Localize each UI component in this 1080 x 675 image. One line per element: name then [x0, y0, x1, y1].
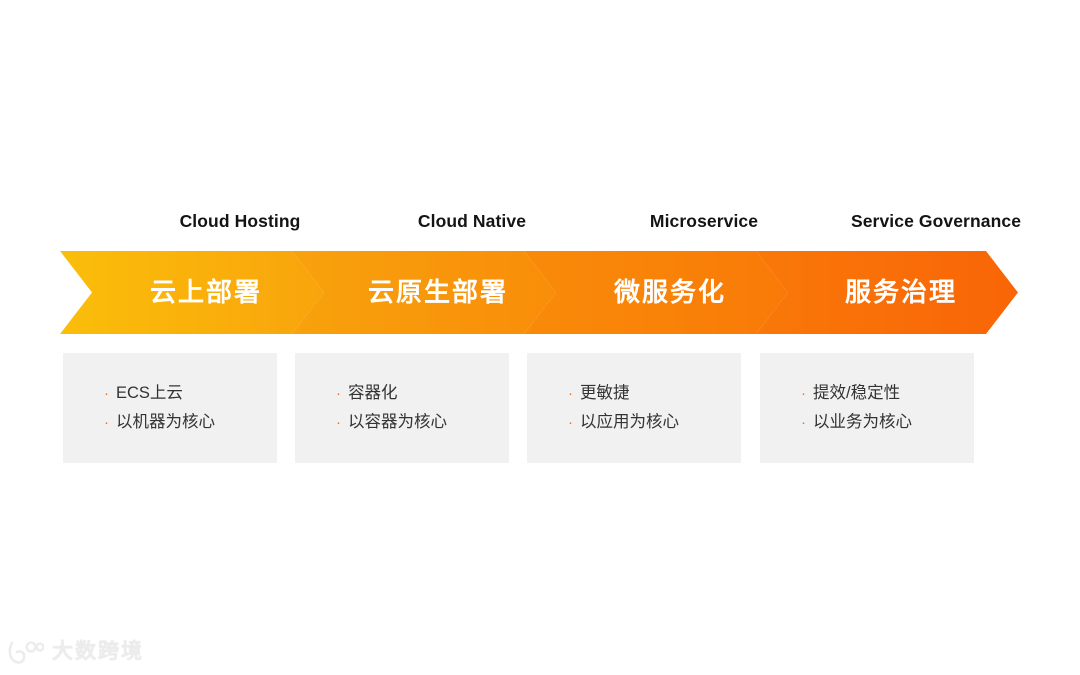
chevron-label-stage-1: 云上部署 — [149, 277, 262, 307]
stage-chevron-band: 云上部署 云原生部署 微服务化 服务治理 — [60, 251, 1018, 334]
detail-box-stage-4: · 提效/稳定性 · 以业务为核心 — [760, 353, 974, 463]
bullet-text: ECS上云 — [116, 384, 183, 402]
bullet-dot-icon: · — [568, 385, 573, 402]
bullet-dot-icon: · — [801, 414, 806, 431]
stage-detail-row: · ECS上云 · 以机器为核心 · 容器化 · 以容器为核心 · 更敏捷 — [63, 353, 983, 463]
watermark-text: 大数跨境 — [52, 640, 144, 663]
detail-box-stage-2: · 容器化 · 以容器为核心 — [295, 353, 509, 463]
detail-box-stage-3: · 更敏捷 · 以应用为核心 — [527, 353, 741, 463]
stage-header-service-governance: Service Governance — [850, 211, 1022, 231]
bullet-text: 提效/稳定性 — [813, 384, 901, 402]
chevron-label-stage-3: 微服务化 — [613, 277, 726, 307]
bullet-dot-icon: · — [336, 414, 341, 431]
stage-header-microservice: Microservice — [649, 211, 759, 231]
bullet-text: 容器化 — [348, 384, 398, 402]
bullet-text: 以机器为核心 — [116, 413, 215, 431]
detail-box-stage-1: · ECS上云 · 以机器为核心 — [63, 353, 277, 463]
list-item: · 容器化 — [336, 379, 509, 408]
list-item: · 更敏捷 — [568, 379, 741, 408]
list-item: · ECS上云 — [104, 379, 277, 408]
list-item: · 以机器为核心 — [104, 408, 277, 437]
list-item: · 以业务为核心 — [801, 408, 974, 437]
list-item: · 提效/稳定性 — [801, 379, 974, 408]
chevron-stage-1[interactable]: 云上部署 — [60, 251, 324, 334]
daishu-kuajing-logo-icon — [8, 639, 44, 665]
bullet-dot-icon: · — [104, 385, 109, 402]
bullet-dot-icon: · — [801, 385, 806, 402]
bullet-text: 以业务为核心 — [813, 413, 912, 431]
bullet-text: 更敏捷 — [580, 384, 630, 402]
bullet-dot-icon: · — [336, 385, 341, 402]
list-item: · 以容器为核心 — [336, 408, 509, 437]
watermark: 大数跨境 — [8, 636, 144, 668]
chevron-stage-2[interactable]: 云原生部署 — [292, 251, 556, 334]
chevron-stage-4[interactable]: 服务治理 — [756, 251, 1018, 334]
chevron-label-stage-4: 服务治理 — [844, 277, 957, 307]
stage-header-row: Cloud Hosting Cloud Native Microservice … — [60, 206, 1021, 236]
list-item: · 以应用为核心 — [568, 408, 741, 437]
bullet-dot-icon: · — [568, 414, 573, 431]
bullet-dot-icon: · — [104, 414, 109, 431]
bullet-text: 以容器为核心 — [348, 413, 447, 431]
chevron-stage-3[interactable]: 微服务化 — [524, 251, 788, 334]
stage-header-cloud-hosting: Cloud Hosting — [179, 211, 301, 231]
chevron-label-stage-2: 云原生部署 — [367, 277, 508, 307]
stage-header-cloud-native: Cloud Native — [417, 211, 527, 231]
bullet-text: 以应用为核心 — [580, 413, 679, 431]
